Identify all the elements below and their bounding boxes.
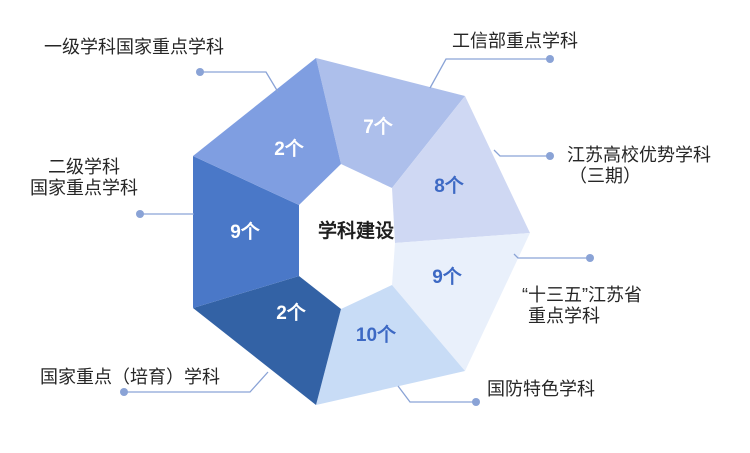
label-defense: 国防特色学科: [487, 379, 595, 400]
label-text: 国家重点学科: [30, 178, 138, 198]
value-label-national-cultivation: 2个: [276, 302, 307, 324]
leader-line-jiangsu-advantage: [493, 149, 550, 157]
leader-dot-jiangsu-135: [586, 254, 594, 262]
segment-jiangsu-135: [392, 233, 530, 371]
label-miit: 工信部重点学科: [452, 31, 578, 52]
segment-national-cultivation: [193, 276, 341, 405]
label-text: 国家重点（培育）学科: [40, 367, 220, 387]
label-text: （三期）: [569, 166, 641, 186]
value-label-miit: 7个: [363, 116, 394, 138]
label-text: 一级学科国家重点学科: [44, 37, 224, 57]
segment-miit: [316, 58, 465, 188]
value-label-one-level-national: 2个: [274, 138, 305, 160]
leader-dot-miit: [546, 55, 554, 63]
label-text: 重点学科: [528, 306, 600, 326]
leader-line-one-level-national: [200, 71, 279, 93]
label-one-level-national: 一级学科国家重点学科: [44, 37, 224, 58]
leader-line-national-cultivation: [124, 371, 269, 393]
segment-jiangsu-advantage: [392, 96, 530, 243]
label-two-level-national: 二级学科 国家重点学科: [30, 157, 138, 199]
label-text: 二级学科: [48, 157, 120, 177]
value-label-defense: 10个: [356, 324, 397, 346]
segment-two-level-national: [193, 156, 299, 308]
label-jiangsu-advantage: 江苏高校优势学科 （三期）: [567, 145, 711, 187]
label-jiangsu-135: “十三五”江苏省 重点学科: [522, 285, 642, 327]
leader-line-jiangsu-135: [513, 253, 590, 259]
value-label-jiangsu-135: 9个: [432, 266, 463, 288]
leader-dot-two-level-national: [136, 210, 144, 218]
leader-dot-defense: [472, 398, 480, 406]
label-text: 工信部重点学科: [452, 31, 578, 51]
label-text: 国防特色学科: [487, 379, 595, 399]
value-label-two-level-national: 9个: [230, 221, 261, 243]
leader-dot-one-level-national: [196, 68, 204, 76]
value-label-jiangsu-advantage: 8个: [434, 175, 465, 197]
leader-line-defense: [397, 385, 476, 403]
label-national-cultivation: 国家重点（培育）学科: [40, 367, 220, 388]
leader-line-miit: [429, 58, 550, 89]
segment-one-level-national: [193, 58, 341, 205]
leader-dot-jiangsu-advantage: [546, 152, 554, 160]
segment-defense: [316, 285, 465, 405]
label-text: 江苏高校优势学科: [567, 145, 711, 165]
label-text: “十三五”江苏省: [522, 285, 642, 305]
leader-dot-national-cultivation: [120, 388, 128, 396]
center-label: 学科建设: [318, 219, 394, 242]
